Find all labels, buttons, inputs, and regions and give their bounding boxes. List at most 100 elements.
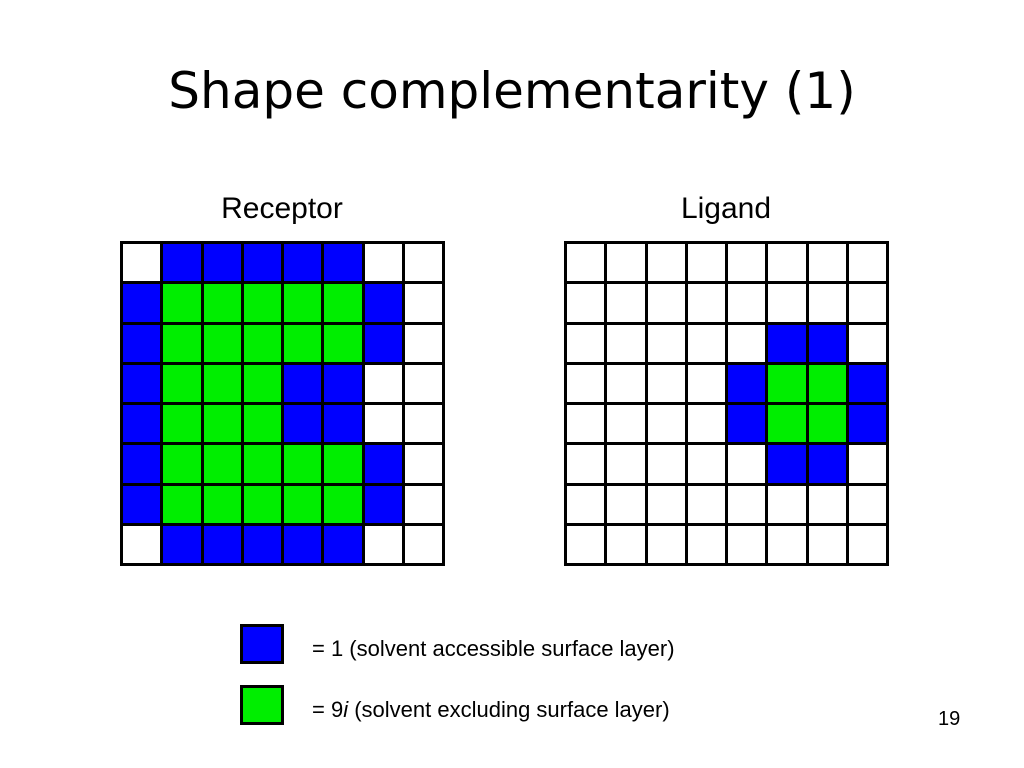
grid-cell <box>725 523 768 566</box>
grid-cell <box>846 402 889 445</box>
grid-cell <box>725 402 768 445</box>
grid-cell <box>362 483 405 526</box>
grid-cell <box>402 281 445 325</box>
grid-cell <box>281 442 324 486</box>
grid-cell <box>402 322 445 365</box>
grid-cell <box>281 281 324 325</box>
grid-cell <box>321 442 365 486</box>
grid-cell <box>685 241 728 284</box>
grid-cell <box>685 483 728 526</box>
grid-cell <box>362 523 405 566</box>
grid-cell <box>846 442 889 486</box>
grid-cell <box>806 402 849 445</box>
grid-cell <box>725 483 768 526</box>
grid-cell <box>685 362 728 405</box>
grid-cell <box>120 322 163 365</box>
legend-green-label-italic: i <box>343 697 349 722</box>
grid-cell <box>362 241 405 284</box>
receptor-label: Receptor <box>221 192 343 225</box>
grid-cell <box>564 483 607 526</box>
grid-cell <box>321 523 365 566</box>
page-number: 19 <box>938 708 961 730</box>
grid-cell <box>604 362 648 405</box>
grid-cell <box>685 402 728 445</box>
grid-cell <box>241 241 284 284</box>
grid-cell <box>120 281 163 325</box>
grid-cell <box>281 322 324 365</box>
grid-cell <box>725 442 768 486</box>
grid-cell <box>321 281 365 325</box>
grid-cell <box>362 322 405 365</box>
grid-cell <box>725 241 768 284</box>
grid-cell <box>120 442 163 486</box>
grid-cell <box>362 281 405 325</box>
legend-blue-text: = 1 (solvent accessible surface layer) <box>312 636 675 662</box>
grid-cell <box>765 442 809 486</box>
grid-cell <box>846 241 889 284</box>
grid-cell <box>806 241 849 284</box>
grid-cell <box>241 281 284 325</box>
grid-cell <box>402 402 445 445</box>
grid-cell <box>806 483 849 526</box>
grid-cell <box>201 241 244 284</box>
grid-cell <box>241 442 284 486</box>
grid-cell <box>846 281 889 325</box>
grid-cell <box>725 322 768 365</box>
grid-cell <box>160 322 204 365</box>
grid-cell <box>201 402 244 445</box>
grid-cell <box>241 362 284 405</box>
grid-cell <box>321 322 365 365</box>
grid-cell <box>160 362 204 405</box>
grid-cell <box>685 442 728 486</box>
grid-cell <box>604 322 648 365</box>
grid-cell <box>120 483 163 526</box>
grid-cell <box>281 483 324 526</box>
grid-cell <box>321 402 365 445</box>
grid-cell <box>120 402 163 445</box>
grid-cell <box>564 402 607 445</box>
grid-cell <box>725 362 768 405</box>
legend-green-text: = 9i (solvent excluding surface layer) <box>312 697 670 723</box>
legend-blue-label: = 1 (solvent accessible surface layer) <box>312 636 675 661</box>
grid-cell <box>806 362 849 405</box>
grid-cell <box>765 322 809 365</box>
grid-cell <box>806 442 849 486</box>
grid-cell <box>564 523 607 566</box>
grid-cell <box>604 442 648 486</box>
grid-cell <box>402 362 445 405</box>
grid-cell <box>765 362 809 405</box>
grid-cell <box>120 241 163 284</box>
grid-cell <box>201 483 244 526</box>
grid-cell <box>765 523 809 566</box>
grid-cell <box>241 322 284 365</box>
grid-cell <box>846 523 889 566</box>
grid-cell <box>241 523 284 566</box>
grid-cell <box>765 241 809 284</box>
grid-cell <box>201 362 244 405</box>
grid-cell <box>604 483 648 526</box>
grid-cell <box>201 442 244 486</box>
grid-cell <box>685 281 728 325</box>
grid-cell <box>321 362 365 405</box>
grid-cell <box>201 322 244 365</box>
grid-cell <box>281 402 324 445</box>
grid-cell <box>645 523 688 566</box>
grid-cell <box>846 483 889 526</box>
grid-cell <box>402 523 445 566</box>
grid-cell <box>362 362 405 405</box>
grid-cell <box>201 281 244 325</box>
grid-cell <box>645 281 688 325</box>
grid-cell <box>645 442 688 486</box>
grid-cell <box>160 483 204 526</box>
grid-cell <box>645 402 688 445</box>
grid-cell <box>564 442 607 486</box>
ligand-label: Ligand <box>680 192 772 225</box>
grid-cell <box>160 402 204 445</box>
grid-cell <box>281 523 324 566</box>
grid-cell <box>645 322 688 365</box>
grid-cell <box>402 442 445 486</box>
grid-cell <box>604 241 648 284</box>
grid-cell <box>402 241 445 284</box>
grid-cell <box>564 281 607 325</box>
grid-cell <box>160 523 204 566</box>
